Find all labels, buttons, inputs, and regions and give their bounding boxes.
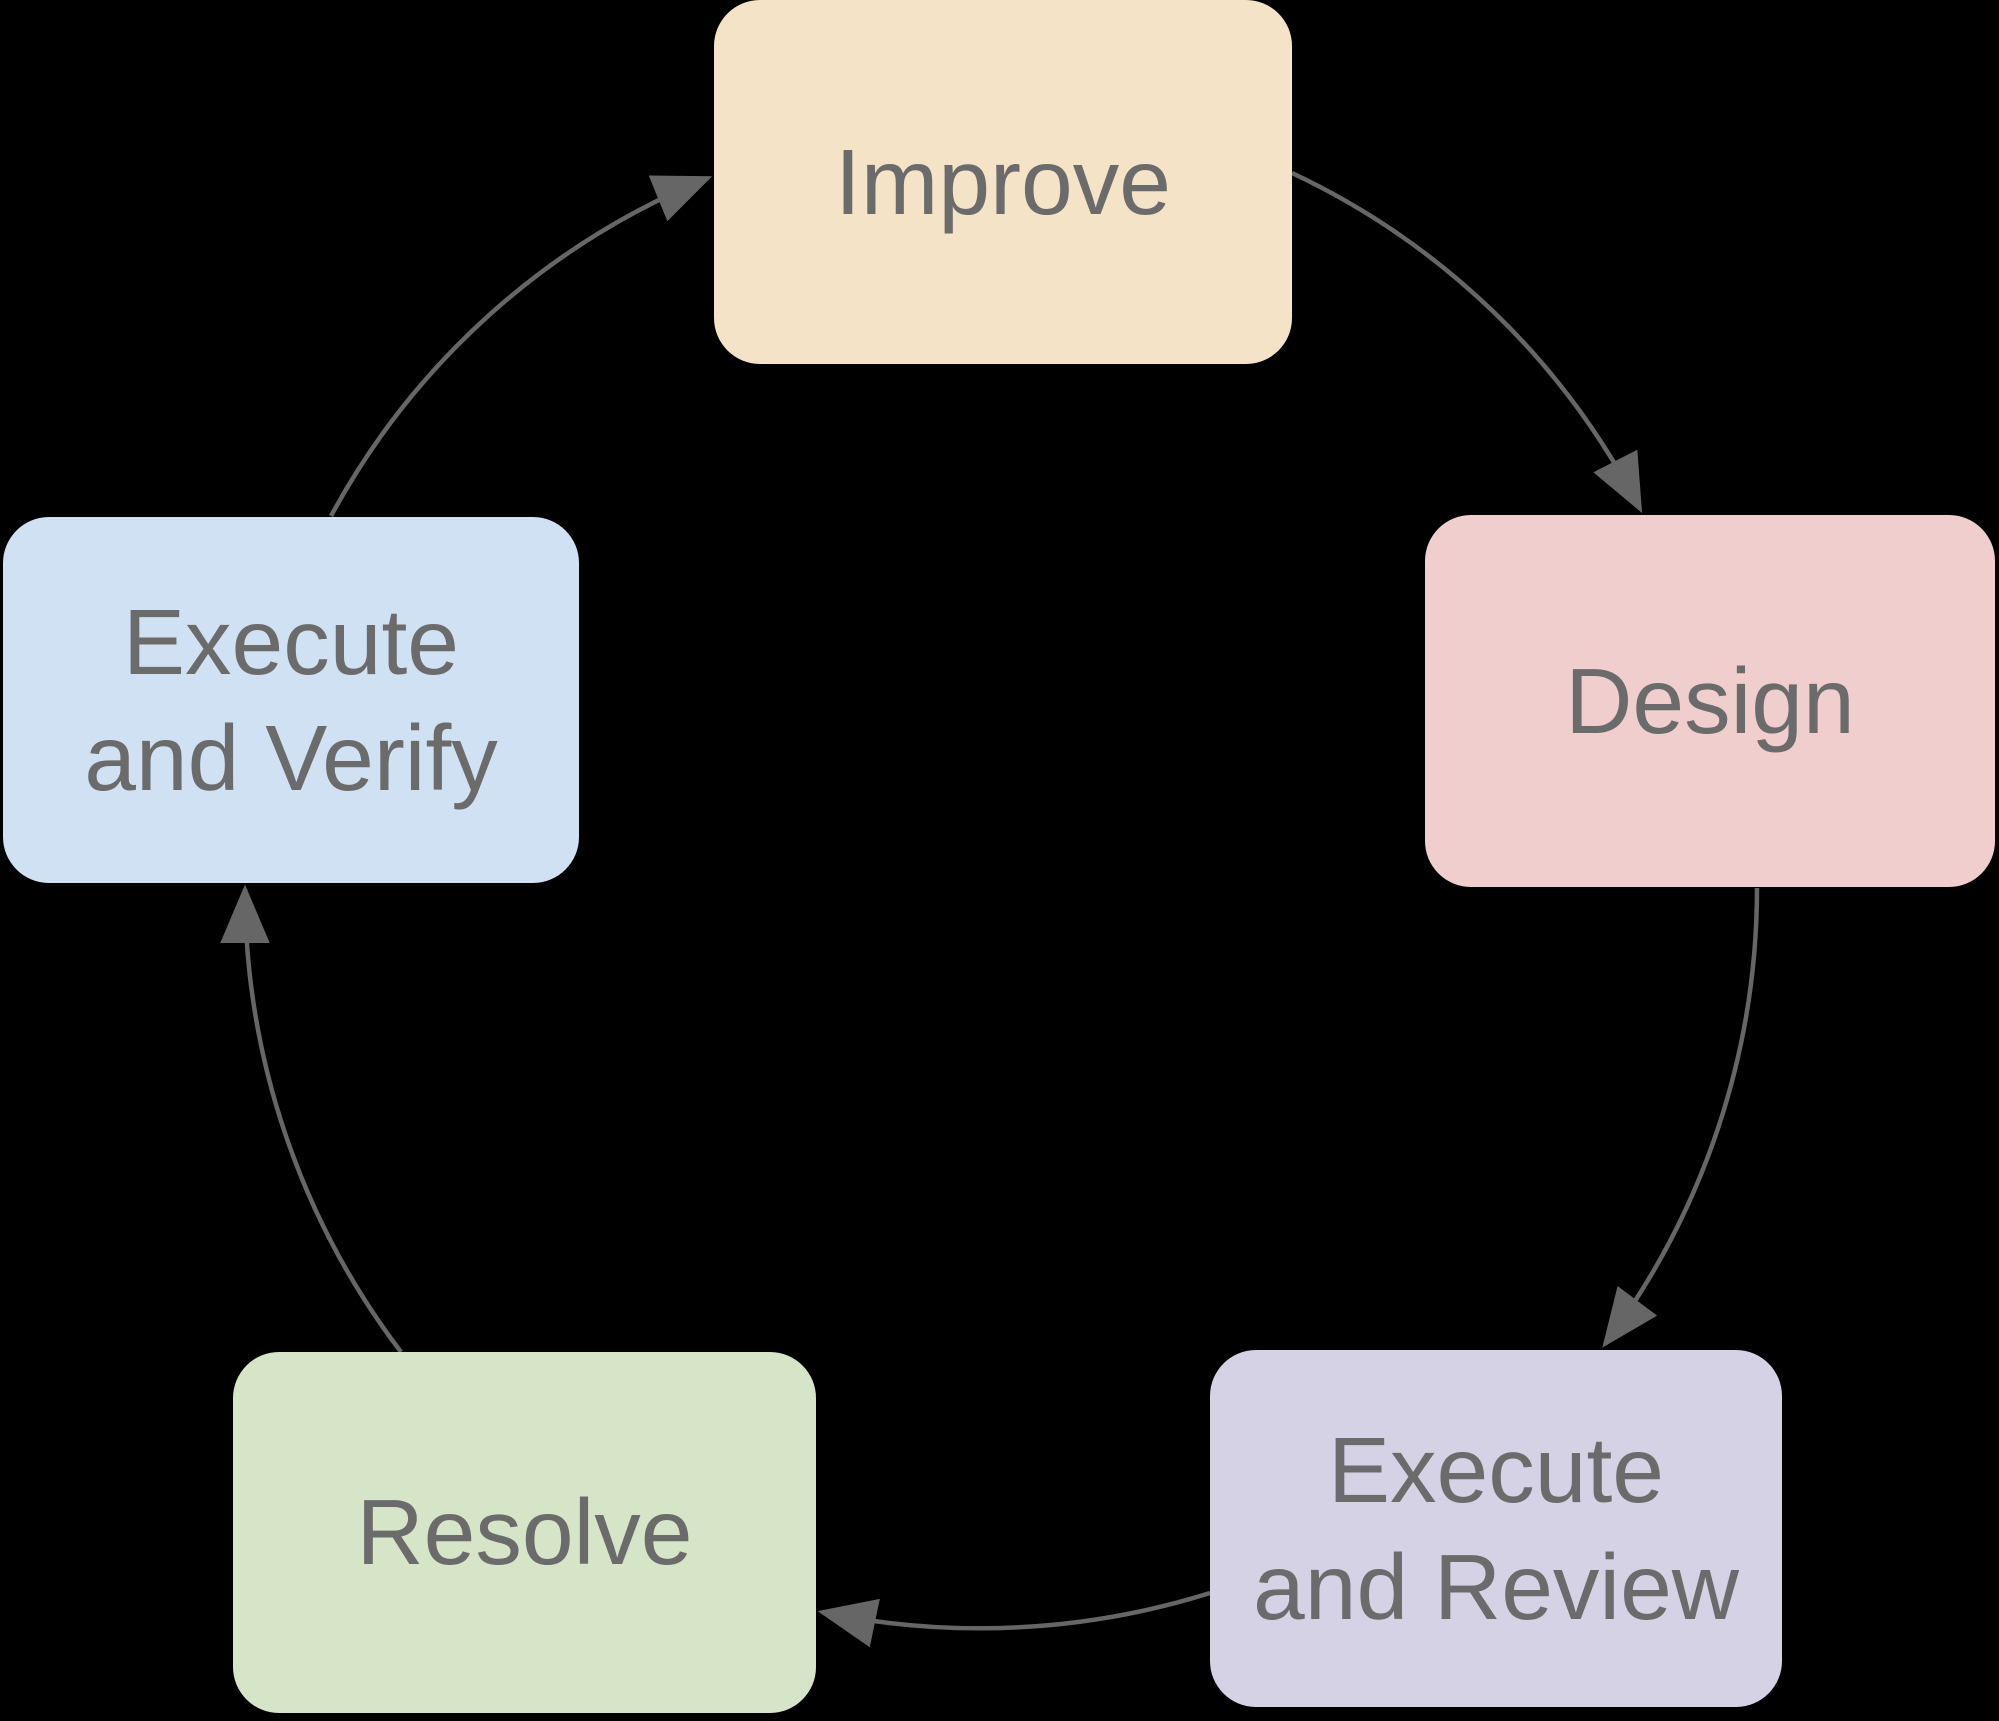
node-label-line: Improve	[835, 129, 1171, 234]
node-design: Design	[1425, 515, 1995, 887]
arrow-improve-to-design	[1291, 170, 1643, 514]
node-label-line: Execute	[122, 589, 460, 694]
node-label-line: Execute	[1327, 1418, 1665, 1523]
node-label-line: and Review	[1253, 1534, 1739, 1639]
node-label-line: and Verify	[84, 706, 498, 810]
node-label-line: Design	[1565, 648, 1855, 753]
node-execute-review: Execute and Review	[1210, 1350, 1782, 1707]
node-execute-verify: Execute and Verify	[3, 517, 579, 883]
arrow-execute-review-to-resolve	[817, 1590, 1211, 1648]
arrow-resolve-to-execute-verify	[220, 884, 403, 1354]
arrow-design-to-execute-review	[1602, 887, 1760, 1348]
node-label-line: Resolve	[356, 1480, 693, 1585]
arrow-execute-verify-to-improve	[329, 175, 713, 518]
node-improve: Improve	[714, 0, 1292, 364]
node-resolve: Resolve	[233, 1352, 816, 1713]
